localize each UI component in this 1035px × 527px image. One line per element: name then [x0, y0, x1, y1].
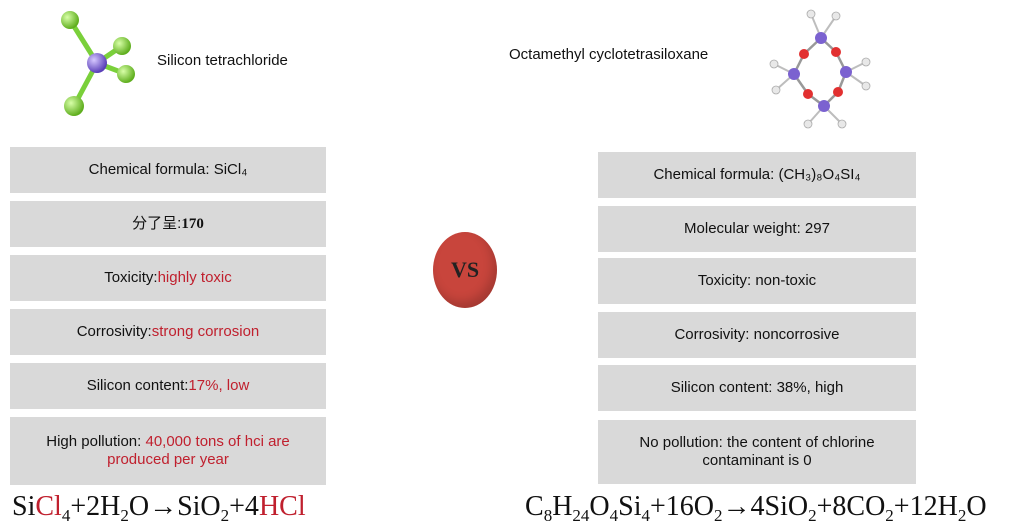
right-molecular-weight-row: Molecular weight: 297: [598, 206, 916, 252]
d4-molecule-icon: [769, 9, 871, 129]
right-compound-name: Octamethyl cyclotetrasiloxane: [509, 46, 709, 63]
left-formula-row: Chemical formula: SiCl₄: [10, 147, 326, 193]
right-silicon-content-row: Silicon content: 38%, high: [598, 365, 916, 411]
left-silicon-content-row: Silicon content: 17%, low: [10, 363, 326, 409]
right-pollution-row: No pollution: the content of chlorine co…: [598, 420, 916, 484]
right-corrosivity-row: Corrosivity: noncorrosive: [598, 312, 916, 358]
left-reaction-equation: SiCl4+2H2O→SiO2+4HCl: [12, 491, 306, 525]
left-pollution-row: High pollution: 40,000 tons of hci are p…: [10, 417, 326, 485]
left-molecular-weight-row: 分了呈: 170: [10, 201, 326, 247]
left-compound-name: Silicon tetrachloride: [157, 52, 288, 69]
right-formula-row: Chemical formula: (CH₃)₈O₄SI₄: [598, 152, 916, 198]
left-toxicity-row: Toxicity: highly toxic: [10, 255, 326, 301]
sicl4-molecule-icon: [61, 11, 135, 116]
left-corrosivity-row: Corrosivity: strong corrosion: [10, 309, 326, 355]
right-reaction-equation: C8H24O4Si4+16O2→4SiO2+8CO2+12H2O: [525, 491, 987, 525]
right-toxicity-row: Toxicity: non-toxic: [598, 258, 916, 304]
vs-badge: VS: [433, 232, 497, 308]
